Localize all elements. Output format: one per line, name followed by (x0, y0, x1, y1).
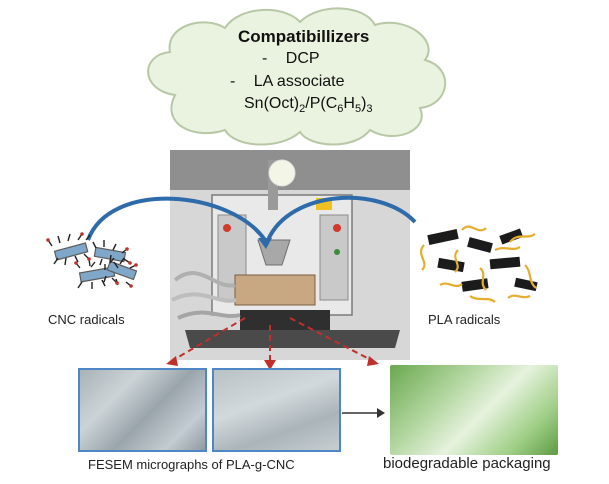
pla-radicals-label: PLA radicals (428, 312, 501, 327)
machine-tube-2 (171, 292, 237, 303)
machine-feeder-rod (268, 160, 278, 210)
catalyst-sub-2: 6 (337, 103, 344, 116)
dashed-arrowhead-left (166, 356, 178, 366)
cloud-item-2-bullet: - (230, 73, 236, 90)
machine-right-panel (319, 214, 349, 301)
cnc-radicals-drawing (46, 232, 138, 289)
machine-heating-block (234, 274, 316, 306)
catalyst-sub-3: 5 (354, 103, 362, 116)
dashed-arrowhead-center (264, 360, 276, 370)
machine-base (185, 330, 400, 348)
arc-arrowhead (258, 238, 272, 249)
machine-tube-1 (173, 271, 236, 288)
left-arc-arrow (86, 196, 267, 242)
machine-red-button (223, 224, 231, 232)
dashed-arrow-left (169, 317, 246, 363)
catalyst-part-3: H (343, 95, 355, 112)
pla-radicals-drawing (419, 225, 538, 303)
compatibilizer-cloud (147, 7, 446, 146)
product-arrow-head (377, 408, 385, 418)
cloud-item-1-bullet: - (262, 50, 268, 67)
catalyst-sub-4: 3 (366, 103, 373, 116)
cloud-catalyst: Sn(Oct)2/P(C6H5)3 (244, 95, 373, 115)
right-arc-arrow (266, 195, 417, 241)
red-dashed-arrows (169, 317, 376, 363)
machine-red-button-2 (333, 224, 341, 232)
cloud-item-1-text: DCP (285, 50, 320, 67)
machine-tube-3 (177, 310, 241, 320)
cnc-radicals-label: CNC radicals (48, 312, 125, 327)
cloud-title: Compatibillizers (238, 27, 370, 46)
packaging-film-image (390, 365, 558, 455)
dashed-arrowhead-right (367, 356, 379, 366)
micrograph-2 (212, 368, 341, 452)
light-sphere (268, 159, 296, 187)
dashed-arrow-right (289, 317, 376, 363)
cloud-item-1: - DCP (262, 50, 320, 68)
cloud-item-2-text: LA associate (253, 73, 345, 90)
packaging-label: biodegradable packaging (383, 455, 551, 472)
cloud-item-2: - LA associate (230, 73, 345, 91)
catalyst-part-2: /P(C (305, 95, 338, 112)
micrographs-caption: FESEM micrographs of PLA-g-CNC (88, 457, 295, 472)
machine-die (240, 310, 330, 330)
machine-green-light (334, 249, 340, 255)
catalyst-sub-1: 2 (299, 103, 306, 116)
catalyst-part-1: Sn(Oct) (244, 95, 300, 112)
micrograph-1 (78, 368, 207, 452)
cloud-shape (147, 7, 446, 146)
catalyst-part-4: ) (361, 95, 367, 112)
extruder-photo (170, 150, 410, 360)
